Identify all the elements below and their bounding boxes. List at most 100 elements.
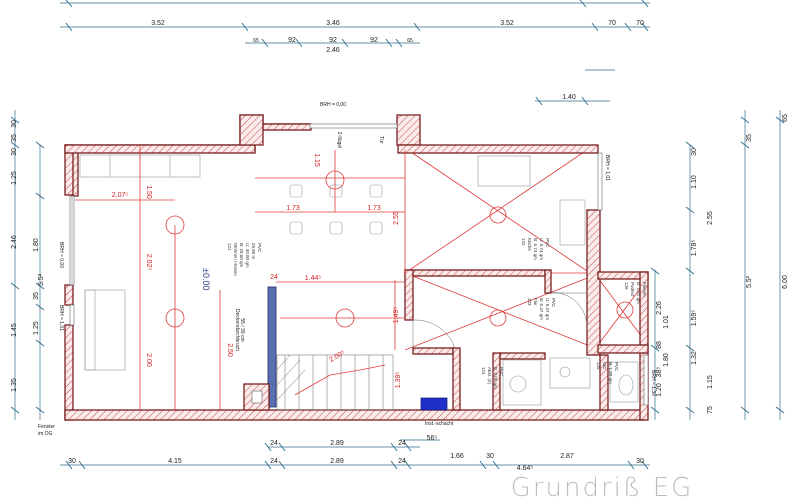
left-dim-1: 30 (11, 120, 18, 128)
fenster-label: Fenster (38, 424, 55, 430)
red-circle-markers (165, 170, 634, 328)
red-dimensions (75, 145, 406, 410)
left-inner-dim-2: 35 (33, 292, 40, 300)
staircase (276, 354, 394, 411)
right-inner-dim-4: 1.80 (663, 353, 670, 367)
right-dim-1: 6.00 (782, 275, 789, 289)
right-mid-dim-4: 1.78⁵ (691, 240, 698, 257)
bottom-dim-2i: 30 (636, 458, 644, 465)
red-dim-v2: 2.55 (393, 211, 400, 225)
deckendurchbruch-size: 55 / 39 cm (239, 318, 245, 341)
right-inner-dim-2: 1.01 (663, 315, 670, 329)
right-inner-dim-5: 38⁵ (656, 367, 663, 378)
walls (64, 114, 649, 421)
room-stamp-podest: 126 Podest B: 1.81 qm Fliesen (624, 282, 647, 304)
red-dim-stair-h: 1.49⁵ (393, 307, 400, 324)
svg-text:125: 125 (596, 362, 601, 370)
svg-text:29.80 m: 29.80 m (251, 243, 256, 260)
bottom-dim-1b: 2.89 (330, 440, 344, 447)
left-dim-3: 30 (11, 148, 18, 156)
top-dim-2a: 65 (253, 38, 259, 44)
svg-text:Küche: Küche (527, 238, 532, 251)
brh-top-label: BRH = 0,00 (320, 102, 346, 108)
bottom-dim-2b: 4.15 (168, 458, 182, 465)
svg-text:121: 121 (227, 243, 232, 251)
left-inner-dim-3: 1.25 (33, 321, 40, 335)
bottom-dim-2f: 1.66 (450, 453, 464, 460)
svg-text:PVC: PVC (551, 298, 556, 308)
inst-schacht-label: Inst.-schacht (425, 421, 454, 427)
bottom-dim-small: 56⁵ (427, 435, 438, 442)
left-dim-8: 1.35 (11, 378, 18, 392)
svg-text:U: 6.74 qm: U: 6.74 qm (539, 238, 544, 260)
red-dim-small24: 24 (270, 274, 278, 281)
svg-text:PVC: PVC (257, 243, 262, 253)
bottom-dim-2d: 2.89 (330, 458, 344, 465)
stair-wall (267, 286, 277, 408)
red-dim-stair-w: 1.44⁵ (305, 275, 322, 282)
svg-text:PVC: PVC (614, 362, 619, 372)
plan-title: Grundriß EG (511, 473, 694, 500)
top-dim-2: 3.46 (326, 20, 340, 27)
right-mid-dim-5: 1.59⁵ (691, 310, 698, 327)
top-dim-4: 70 (608, 20, 616, 27)
top-dimension-lines (60, 0, 650, 106)
svg-text:WC: WC (602, 362, 607, 370)
svg-text:PVC: PVC (499, 367, 504, 377)
svg-text:B: 6.74 qm: B: 6.74 qm (533, 238, 538, 260)
right-inner-dim-3: 88 (656, 341, 663, 349)
left-dim-5: 2.46 (11, 235, 18, 249)
top-dim-3: 3.52 (500, 20, 514, 27)
svg-text:Flur: Flur (533, 298, 538, 306)
room-stamp-wc: 125 WC B: 1.80 qm PVC (596, 362, 619, 384)
svg-text:Podest: Podest (630, 282, 635, 297)
svg-text:122: 122 (521, 238, 526, 246)
svg-text:126: 126 (624, 282, 629, 290)
bottom-dim-2-extra: 4.64⁵ (517, 465, 534, 472)
room-stamp-flur: 123 Flur B: 5.47 qm U: 5.47 qm PVC (527, 298, 556, 320)
brh-right2-label: BRH = 1,30 (650, 370, 656, 396)
red-dim-wohnen-h2: 2.02⁵ (145, 254, 152, 271)
bottom-dim-2a: 30 (68, 458, 76, 465)
room-stamp-kueche: 122 Küche B: 6.74 qm U: 6.74 qm PVC (521, 238, 550, 260)
brh-right1-label: BRH = 1,01 (604, 155, 610, 181)
left-inner-dim-1: 1.80 (33, 238, 40, 252)
windows (69, 123, 649, 406)
right-mid-dim-1: 30 (691, 148, 698, 156)
top-dim-5: 70 (636, 20, 644, 27)
deckendurchbruch-label: Deckendurchbruch (234, 309, 240, 351)
red-dim-v3: 2.50 (226, 343, 233, 357)
red-dim-wohnen-h1: 1.50 (145, 185, 152, 199)
red-dim-kitchen-w1: 1.73 (286, 205, 300, 212)
room-stamp-abst: 124 Abst. (2) B: 0.00 qm PVC (481, 367, 504, 389)
svg-text:U: 30.80 qm: U: 30.80 qm (245, 243, 250, 268)
svg-text:U: 5.47 qm: U: 5.47 qm (545, 298, 550, 320)
svg-text:123: 123 (527, 298, 532, 306)
left-dim-6: 5.5² (38, 273, 45, 286)
right-dimension-lines (650, 110, 785, 420)
installation-shaft (420, 397, 448, 411)
svg-text:B: 0.00 qm: B: 0.00 qm (493, 367, 498, 389)
red-dim-wohnen-h3: 2.00 (145, 353, 152, 367)
right-dim-3: 35 (746, 134, 753, 142)
brh-left2-label: BRH = 1,01 (58, 305, 64, 331)
top-dim-2d: 92 (370, 37, 378, 44)
bottom-dim-2g: 30 (486, 453, 494, 460)
top-dim-2e: 65 (407, 38, 413, 44)
brh-left1-label: BRH = 0,00 (58, 242, 64, 268)
left-dimension-lines (10, 110, 45, 420)
left-dim-7: 1.45 (11, 323, 18, 337)
bottom-dim-2e: 24 (398, 458, 406, 465)
top-dim-right: 1.40 (562, 94, 576, 101)
top-dim-2b: 92 (288, 37, 296, 44)
right-mid-dim-2: 1.10 (691, 175, 698, 189)
right-dim-4: 65 (782, 114, 789, 122)
bottom-dim-2h: 2.87 (560, 453, 574, 460)
svg-text:B: 28.60 qm: B: 28.60 qm (239, 243, 244, 268)
right-dim-2: 5.5² (746, 275, 753, 288)
room-stamp-wohnen: 121 Wohnen / Essen B: 28.60 qm U: 30.80 … (227, 243, 262, 276)
red-dim-wohnen-w: 2.07⁵ (112, 192, 129, 199)
svg-text:B: 5.47 qm: B: 5.47 qm (539, 298, 544, 320)
svg-text:Wohnen / Essen: Wohnen / Essen (233, 243, 238, 276)
